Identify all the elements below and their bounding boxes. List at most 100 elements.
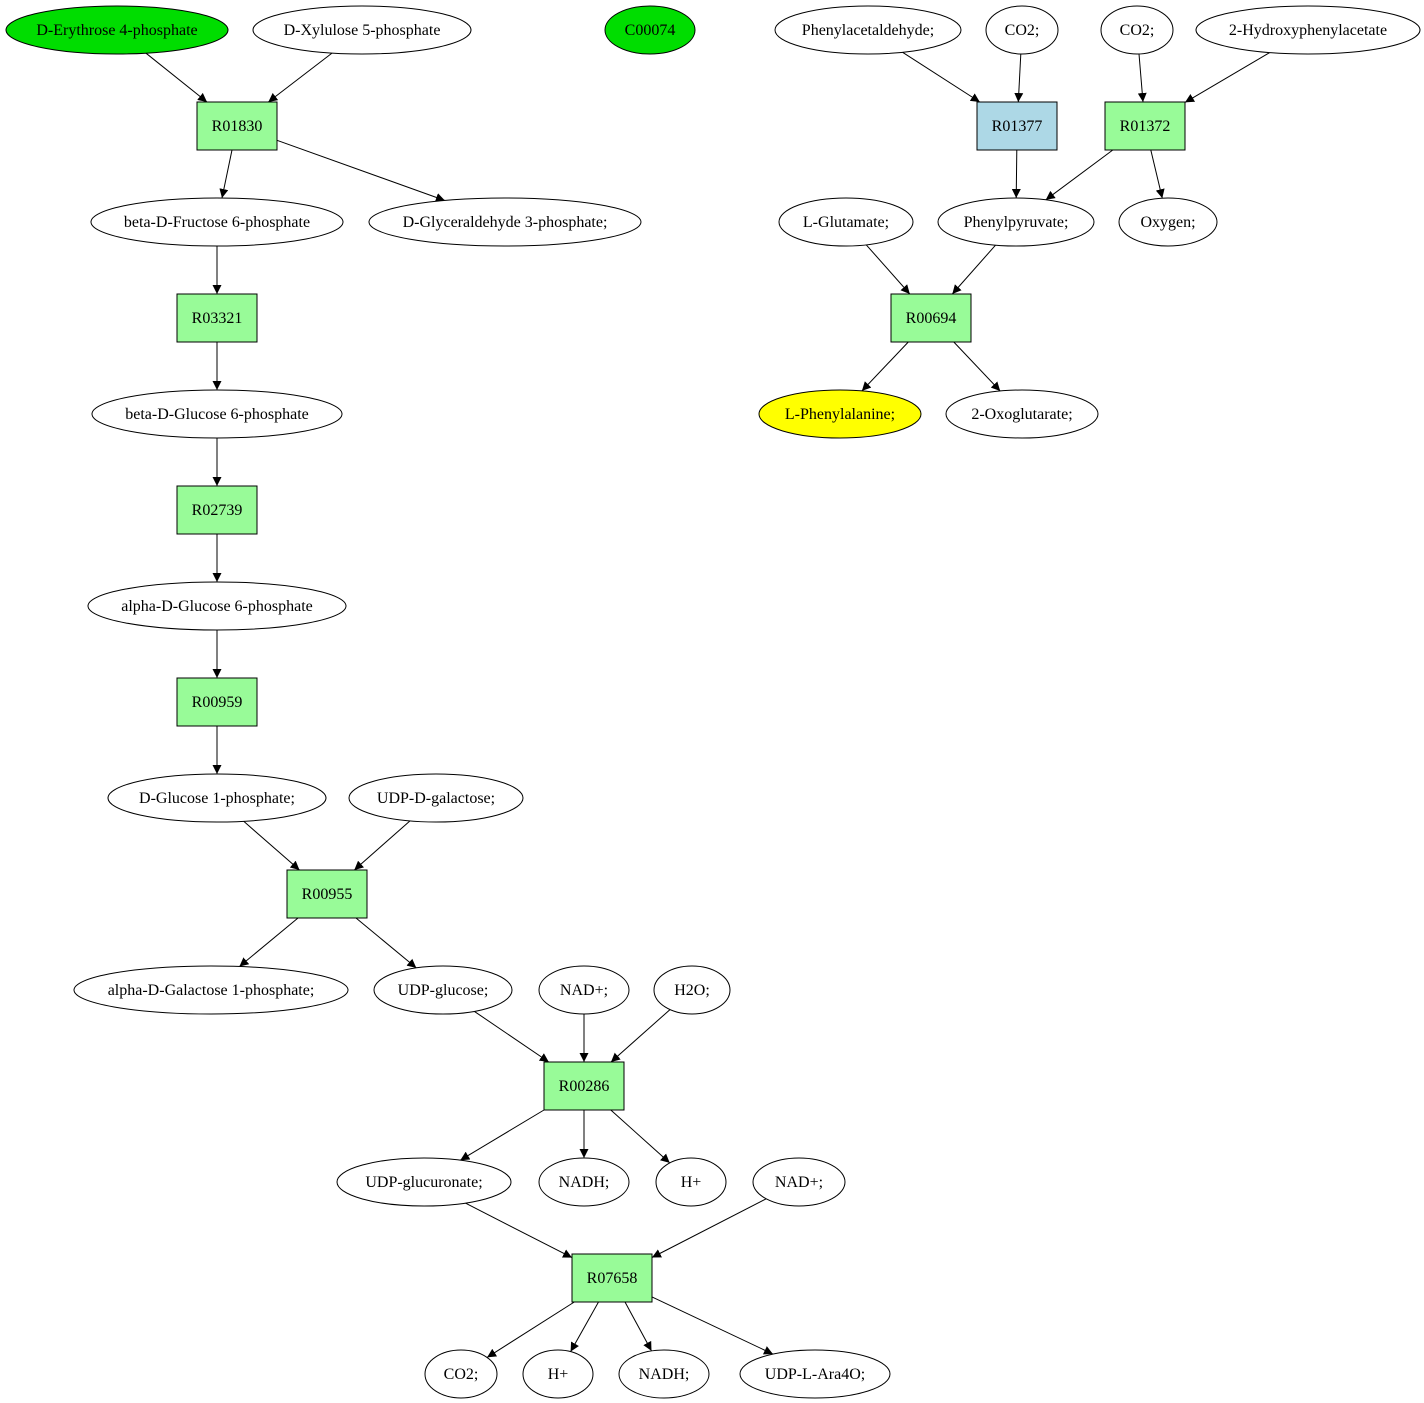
compound-ellipse: [348, 773, 524, 823]
node-label: 2-Hydroxyphenylacetate: [1229, 22, 1387, 39]
compound-node-c_udpglcua[interactable]: UDP-glucuronate;: [336, 1157, 512, 1207]
compound-node-c_g3p[interactable]: D-Glyceraldehyde 3-phosphate;: [368, 197, 642, 247]
node-label: NADH;: [639, 1366, 690, 1383]
compound-node-c_nad_b[interactable]: NAD+;: [752, 1157, 846, 1207]
node-label: R03321: [192, 310, 243, 327]
node-label: R00955: [302, 886, 353, 903]
node-label: UDP-glucuronate;: [365, 1174, 482, 1191]
reaction-node-r_R01372[interactable]: R01372: [1104, 101, 1186, 151]
compound-ellipse: [778, 197, 914, 247]
edge-c_h2o-to-r_R00286: [610, 1009, 671, 1063]
node-label: NAD+;: [775, 1174, 823, 1191]
node-label: Phenylacetaldehyde;: [802, 22, 934, 39]
compound-node-c_h2o[interactable]: H2O;: [653, 965, 731, 1015]
compound-node-c_2og[interactable]: 2-Oxoglutarate;: [945, 389, 1099, 439]
compound-ellipse: [653, 965, 731, 1015]
compound-node-c_ag6p[interactable]: alpha-D-Glucose 6-phosphate: [87, 581, 347, 631]
node-label: UDP-glucose;: [398, 982, 489, 999]
node-label: R00286: [559, 1078, 610, 1095]
node-label: R00959: [192, 694, 243, 711]
edge-c_e4p-to-r_R01830: [145, 52, 208, 103]
compound-node-c_bg6p[interactable]: beta-D-Glucose 6-phosphate: [91, 389, 343, 439]
node-label: CO2;: [1120, 22, 1155, 39]
compound-ellipse: [107, 773, 327, 823]
compound-node-c_c00074[interactable]: C00074: [604, 5, 696, 55]
edge-r_R07658-to-c_co2_c: [486, 1301, 575, 1358]
edge-r_R01830-to-c_bf6p: [219, 149, 233, 199]
compound-ellipse: [604, 5, 696, 55]
compound-node-c_g1p[interactable]: D-Glucose 1-phosphate;: [107, 773, 327, 823]
compound-ellipse: [424, 1349, 498, 1399]
node-label: NAD+;: [560, 982, 608, 999]
reaction-node-r_R00959[interactable]: R00959: [176, 677, 258, 727]
reaction-node-r_R00286[interactable]: R00286: [543, 1061, 625, 1111]
reaction-node-r_R00694[interactable]: R00694: [890, 293, 972, 343]
compound-ellipse: [655, 1157, 727, 1207]
compound-ellipse: [1195, 5, 1421, 55]
edge-r_R00955-to-c_agal1p: [239, 917, 299, 967]
node-layer: D-Erythrose 4-phosphate D-Xylulose 5-phos…: [5, 5, 1421, 1399]
node-label: R01372: [1120, 118, 1171, 135]
compound-node-c_bf6p[interactable]: beta-D-Fructose 6-phosphate: [90, 197, 344, 247]
edge-r_R07658-to-c_nadh_b: [624, 1301, 652, 1352]
compound-ellipse: [1100, 5, 1174, 55]
compound-ellipse: [758, 389, 922, 439]
compound-node-c_nad_a[interactable]: NAD+;: [538, 965, 630, 1015]
compound-ellipse: [1118, 197, 1218, 247]
node-label: R00694: [906, 310, 957, 327]
compound-ellipse: [91, 389, 343, 439]
edge-c_phenylacetaldehyde-to-r_R01377: [902, 51, 981, 103]
compound-node-c_nadh_b[interactable]: NADH;: [618, 1349, 710, 1399]
compound-node-c_2hpa[interactable]: 2-Hydroxyphenylacetate: [1195, 5, 1421, 55]
compound-ellipse: [336, 1157, 512, 1207]
edge-r_R01372-to-c_phenylpyruvate: [1045, 149, 1114, 201]
edge-c_co2_b-to-r_R01372: [1137, 53, 1147, 103]
reaction-node-r_R01830[interactable]: R01830: [196, 101, 278, 151]
node-label: D-Glucose 1-phosphate;: [139, 790, 295, 807]
compound-node-c_phe[interactable]: L-Phenylalanine;: [758, 389, 922, 439]
node-label: D-Erythrose 4-phosphate: [36, 22, 197, 39]
node-label: H+: [548, 1366, 569, 1383]
compound-node-c_udpara[interactable]: UDP-L-Ara4O;: [739, 1349, 891, 1399]
reaction-node-r_R00955[interactable]: R00955: [286, 869, 368, 919]
edge-r_R07658-to-c_h_b: [570, 1301, 599, 1352]
reaction-node-r_R07658[interactable]: R07658: [571, 1253, 653, 1303]
node-label: alpha-D-Galactose 1-phosphate;: [108, 982, 315, 999]
compound-node-c_oxygen[interactable]: Oxygen;: [1118, 197, 1218, 247]
compound-node-c_co2_a[interactable]: CO2;: [985, 5, 1059, 55]
edge-r_R00955-to-c_udpglc: [355, 917, 417, 969]
compound-node-c_h_a[interactable]: H+: [655, 1157, 727, 1207]
edge-layer: [145, 51, 1270, 1358]
node-label: UDP-D-galactose;: [377, 790, 495, 807]
compound-node-c_phenylpyruvate[interactable]: Phenylpyruvate;: [937, 197, 1095, 247]
reaction-node-r_R01377[interactable]: R01377: [976, 101, 1058, 151]
compound-node-c_phenylacetaldehyde[interactable]: Phenylacetaldehyde;: [774, 5, 962, 55]
reaction-box: [196, 101, 278, 151]
compound-node-c_udpgal[interactable]: UDP-D-galactose;: [348, 773, 524, 823]
edge-c_udpglcua-to-r_R07658: [465, 1202, 573, 1259]
node-label: D-Xylulose 5-phosphate: [284, 22, 441, 39]
compound-node-c_co2_b[interactable]: CO2;: [1100, 5, 1174, 55]
node-label: Oxygen;: [1140, 214, 1195, 231]
reaction-box: [176, 293, 258, 343]
reaction-box: [286, 869, 368, 919]
compound-node-c_nadh_a[interactable]: NADH;: [538, 1157, 630, 1207]
compound-node-c_x5p[interactable]: D-Xylulose 5-phosphate: [252, 5, 472, 55]
node-label: C00074: [625, 22, 676, 39]
compound-node-c_agal1p[interactable]: alpha-D-Galactose 1-phosphate;: [73, 965, 349, 1015]
reaction-box: [890, 293, 972, 343]
reaction-box: [543, 1061, 625, 1111]
compound-node-c_h_b[interactable]: H+: [522, 1349, 594, 1399]
edge-c_phenylpyruvate-to-r_R00694: [951, 244, 996, 295]
compound-node-c_glutamate[interactable]: L-Glutamate;: [778, 197, 914, 247]
node-label: UDP-L-Ara4O;: [765, 1366, 865, 1383]
compound-node-c_co2_c[interactable]: CO2;: [424, 1349, 498, 1399]
reaction-box: [571, 1253, 653, 1303]
node-label: CO2;: [444, 1366, 479, 1383]
reaction-node-r_R02739[interactable]: R02739: [176, 485, 258, 535]
reaction-node-r_R03321[interactable]: R03321: [176, 293, 258, 343]
compound-node-c_e4p[interactable]: D-Erythrose 4-phosphate: [5, 5, 229, 55]
node-label: Phenylpyruvate;: [964, 214, 1069, 231]
compound-node-c_udpglc[interactable]: UDP-glucose;: [373, 965, 513, 1015]
